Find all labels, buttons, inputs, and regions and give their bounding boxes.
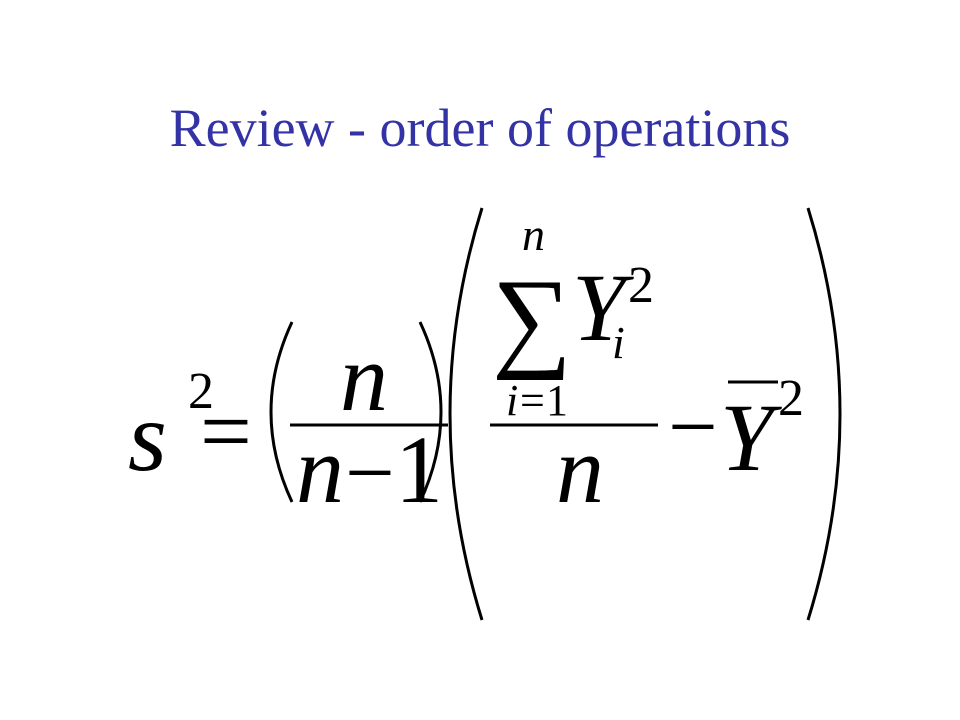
- sum-symbol: ∑: [492, 257, 572, 381]
- mean-var: Y: [720, 384, 782, 491]
- mean-exponent: 2: [778, 370, 804, 427]
- inner-fraction-denominator: n: [556, 416, 604, 523]
- big-paren-close: [806, 207, 842, 621]
- lhs-exponent: 2: [188, 363, 214, 420]
- big-paren-open: [448, 207, 484, 621]
- sum-lower-index: i: [506, 376, 518, 425]
- left-fraction-denominator-var: n: [296, 416, 344, 523]
- sum-lower-start: 1: [546, 376, 568, 425]
- sum-term-subscript: i: [612, 317, 625, 368]
- left-fraction-denominator-one: 1: [395, 416, 443, 523]
- left-fraction-numerator: n: [340, 324, 388, 431]
- sum-lower-equals: =: [520, 376, 545, 425]
- left-fraction-denominator-minus: −: [345, 425, 395, 522]
- lhs-symbol: s: [128, 381, 167, 492]
- sum-upper-limit: n: [522, 209, 545, 260]
- sum-term-exponent: 2: [628, 257, 654, 314]
- left-paren-open: [269, 321, 294, 503]
- equals-sign: =: [200, 380, 252, 482]
- slide-title: Review - order of operations: [169, 98, 791, 158]
- sum-term-var: Y: [572, 254, 634, 361]
- left-paren-close: [418, 321, 443, 503]
- minus-sign: −: [668, 379, 718, 476]
